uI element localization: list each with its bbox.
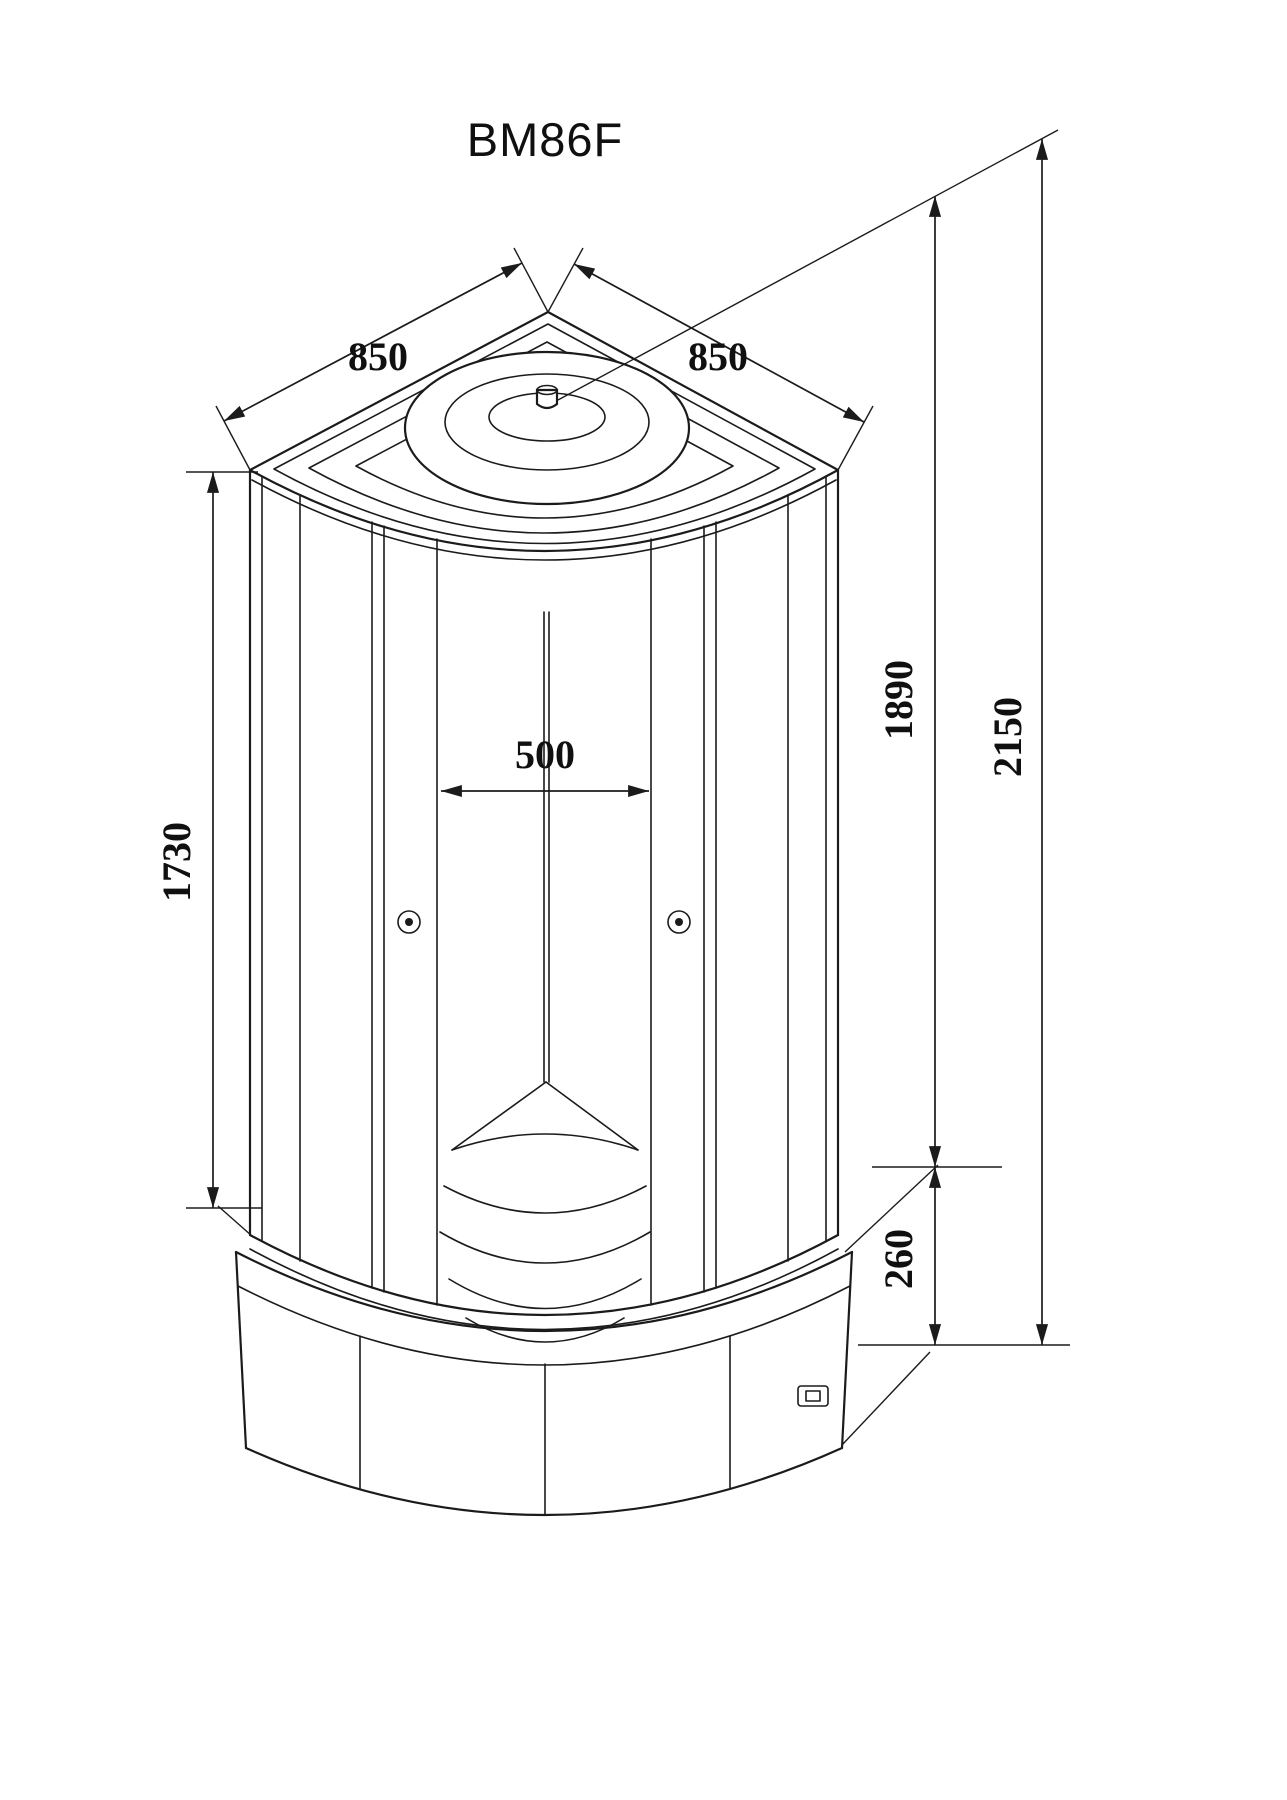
dim-260-label: 260 [876,1229,921,1289]
dim-1730-label: 1730 [154,822,199,902]
dim-850-left-label: 850 [348,334,408,379]
dim-2150-label: 2150 [985,697,1030,777]
roof-top-view [248,310,840,561]
cabin-front-elevation [248,468,840,1331]
model-label: BM86F [467,113,624,166]
roof-dome [403,350,691,506]
dim-1890-label: 1890 [876,660,921,740]
tray-interior [439,1081,651,1343]
door-handle-right [667,910,691,934]
tray-base [234,1250,854,1517]
drain-fitting [797,1385,829,1407]
dim-850-right-label: 850 [688,334,748,379]
dimension-lines [186,129,1070,1446]
dome-knob [535,384,559,410]
door-handle-left [397,910,421,934]
dim-500-label: 500 [515,732,575,777]
